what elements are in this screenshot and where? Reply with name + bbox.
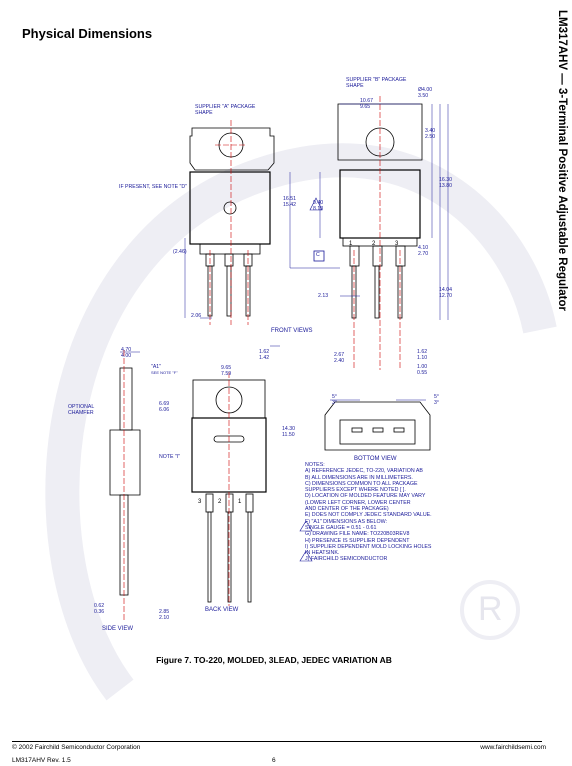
note-line: G) DRAWING FILE NAME: TO220B03REV8 (305, 531, 410, 538)
a1-label: "A1"SEE NOTE "F" (151, 364, 178, 375)
dim-angle-left: 5°3° (332, 394, 337, 406)
front-views-label: FRONT VIEWS (271, 328, 313, 334)
pin-2-front: 2 (372, 241, 376, 247)
note-i-label: NOTE "I" (159, 454, 180, 460)
c-box-label: C (316, 252, 320, 258)
note-line: SINGLE GAUGE = 0.51 - 0.61 (305, 524, 377, 531)
note-line: B) ALL DIMENSIONS ARE IN MILLIMETERS. (305, 474, 413, 481)
footer-website-link[interactable]: www.fairchildsemi.com (480, 744, 546, 751)
footer-copyright: © 2002 Fairchild Semiconductor Corporati… (12, 744, 141, 751)
footer-revision: LM317AHV Rev. 1.5 (12, 757, 71, 764)
back-view (191, 379, 267, 603)
notes-block: NOTES: A) REFERENCE JEDEC, TO-220, VARIA… (305, 462, 432, 563)
dim-2-46: (2.46) (173, 249, 187, 255)
pin-1-back: 1 (238, 499, 242, 505)
note-line: J) FAIRCHILD SEMICONDUCTOR (305, 556, 388, 563)
fairchild-watermark (45, 143, 557, 701)
note-line: H) PRESENCE IS SUPPLIER DEPENDENT (305, 537, 410, 544)
dim-angle-right: 5°3° (434, 394, 439, 406)
front-view-b (313, 103, 423, 319)
bottom-view-label: BOTTOM VIEW (354, 456, 397, 462)
note-line: AND CENTER OF THE PACKAGE) (305, 506, 389, 513)
front-view-a (189, 127, 275, 317)
side-view (109, 367, 141, 596)
note-triangles (299, 197, 323, 562)
pin-3-front: 3 (395, 241, 399, 247)
dim-2-06: 2.06 (191, 313, 202, 319)
pin-3-back: 3 (198, 499, 202, 505)
note-line: E) DOES NOT COMPLY JEDEC STANDARD VALUE. (305, 512, 432, 519)
page-title: Physical Dimensions (22, 26, 153, 41)
back-view-label: BACK VIEW (205, 607, 239, 613)
note-line: D) LOCATION OF MOLDED FEATURE MAY VARY (305, 493, 426, 500)
if-present-label: IF PRESENT, SEE NOTE "D" (119, 184, 187, 190)
note-line: NOTES: (305, 462, 325, 468)
note-line: (LOWER LEFT CORNER, LOWER CENTER (305, 499, 411, 506)
note-line: I) SUPPLIER DEPENDENT MOLD LOCKING HOLES (305, 543, 432, 550)
note-line: IN HEATSINK. (305, 550, 340, 557)
pin-1-front: 1 (349, 241, 353, 247)
registered-icon: R (478, 590, 503, 628)
note-line: C) DIMENSIONS COMMON TO ALL PACKAGE (305, 480, 418, 487)
note-line: SUPPLIERS EXCEPT WHERE NOTED [ ]. (305, 487, 406, 494)
footer-divider (12, 741, 542, 742)
dimension-lines (120, 103, 449, 353)
pin-2-back: 2 (218, 499, 222, 505)
figure-caption: Figure 7. TO-220, MOLDED, 3LEAD, JEDEC V… (156, 655, 392, 665)
side-title: LM317AHV — 3-Terminal Positive Adjustabl… (556, 10, 568, 311)
note-line: A) REFERENCE JEDEC, TO-220, VARIATION AB (305, 468, 423, 475)
side-view-label: SIDE VIEW (102, 626, 134, 632)
dim-2-13: 2.13 (318, 293, 329, 299)
note-line: F) "A1" DIMENSIONS AS BELOW: (305, 518, 387, 525)
bottom-view (324, 401, 431, 451)
page-number: 6 (272, 757, 276, 764)
